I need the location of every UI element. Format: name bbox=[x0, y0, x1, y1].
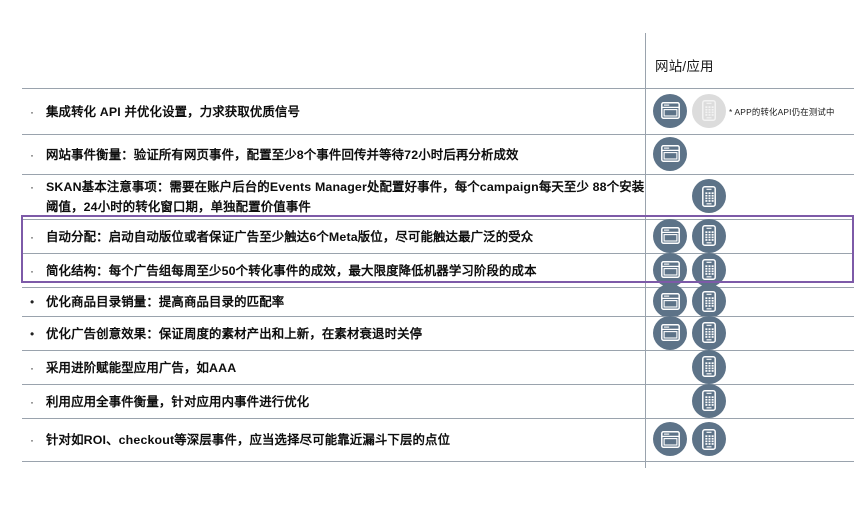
browser-icon[interactable] bbox=[653, 422, 689, 458]
icon-spacer bbox=[653, 179, 689, 215]
phone-icon[interactable] bbox=[692, 422, 728, 458]
row-label: 针对如ROI、checkout等深层事件，应当选择尽可能靠近漏斗下层的点位 bbox=[46, 433, 451, 447]
row-text-cell: · 针对如ROI、checkout等深层事件，应当选择尽可能靠近漏斗下层的点位 bbox=[22, 430, 645, 450]
table-row: • 优化广告创意效果：保证周度的素材产出和上新，在素材衰退时关停 bbox=[22, 315, 854, 352]
row-icon-cell bbox=[645, 315, 854, 352]
table-row: · 采用进阶赋能型应用广告，如AAA bbox=[22, 349, 854, 386]
browser-icon[interactable] bbox=[653, 93, 689, 130]
icon-spacer bbox=[653, 384, 689, 420]
row-icon-cell bbox=[645, 349, 854, 386]
row-icon-cell bbox=[645, 419, 854, 461]
bullet-icon: · bbox=[30, 433, 34, 447]
checklist-table: · 集成转化 API 并优化设置，力求获取优质信号 * APP的转化API仍在测试中… bbox=[22, 88, 854, 462]
row-label: 优化商品目录销量：提高商品目录的匹配率 bbox=[46, 295, 285, 309]
bullet-icon: · bbox=[30, 104, 34, 119]
table-row: · 利用应用全事件衡量，针对应用内事件进行优化 bbox=[22, 383, 854, 420]
row-label: 网站事件衡量：验证所有网页事件，配置至少8个事件回传并等待72小时后再分析成效 bbox=[46, 147, 519, 162]
table-row: · 网站事件衡量：验证所有网页事件，配置至少8个事件回传并等待72小时后再分析成效 bbox=[22, 134, 854, 174]
bullet-icon: · bbox=[30, 360, 34, 375]
bullet-icon: • bbox=[30, 295, 35, 309]
table-row: · 针对如ROI、checkout等深层事件，应当选择尽可能靠近漏斗下层的点位 bbox=[22, 418, 854, 462]
row-text-cell: · 简化结构：每个广告组每周至少50个转化事件的成效，最大限度降低机器学习阶段的成… bbox=[22, 261, 645, 281]
browser-icon[interactable] bbox=[653, 252, 689, 289]
bullet-icon: · bbox=[30, 229, 34, 244]
row-label: SKAN基本注意事项：需要在账户后台的Events Manager处配置好事件，… bbox=[46, 180, 645, 214]
phone-icon[interactable] bbox=[692, 383, 728, 420]
table-row: • 优化商品目录销量：提高商品目录的匹配率 bbox=[22, 284, 854, 318]
row-text-cell: • 优化商品目录销量：提高商品目录的匹配率 bbox=[22, 292, 645, 312]
browser-icon[interactable] bbox=[653, 218, 689, 255]
table-row: · 集成转化 API 并优化设置，力求获取优质信号 * APP的转化API仍在测试中 bbox=[22, 88, 854, 134]
row-icon-cell bbox=[645, 218, 854, 255]
row-text-cell: • 优化广告创意效果：保证周度的素材产出和上新，在素材衰退时关停 bbox=[22, 324, 645, 344]
phone-icon[interactable] bbox=[692, 218, 728, 255]
phone-icon[interactable] bbox=[692, 252, 728, 289]
icon-spacer bbox=[653, 350, 689, 386]
row-label: 采用进阶赋能型应用广告，如AAA bbox=[46, 360, 237, 375]
row-icon-cell bbox=[645, 175, 854, 219]
row-label: 集成转化 API 并优化设置，力求获取优质信号 bbox=[46, 104, 301, 119]
row-text-cell: · 网站事件衡量：验证所有网页事件，配置至少8个事件回传并等待72小时后再分析成效 bbox=[22, 145, 645, 165]
row-label: 利用应用全事件衡量，针对应用内事件进行优化 bbox=[46, 394, 310, 409]
bullet-icon: • bbox=[30, 326, 35, 341]
row-icon-cell bbox=[645, 284, 854, 318]
phone-icon[interactable] bbox=[692, 315, 728, 352]
footnote-app-capi-beta: * APP的转化API仍在测试中 bbox=[729, 106, 835, 117]
browser-icon[interactable] bbox=[653, 315, 689, 352]
row-label: 简化结构：每个广告组每周至少50个转化事件的成效，最大限度降低机器学习阶段的成本 bbox=[46, 263, 537, 278]
bullet-icon: · bbox=[30, 180, 34, 194]
bullet-icon: · bbox=[30, 394, 34, 409]
column-divider bbox=[645, 33, 646, 468]
row-icon-cell bbox=[645, 383, 854, 420]
browser-icon[interactable] bbox=[653, 136, 689, 173]
bullet-icon: · bbox=[30, 263, 34, 278]
row-label: 优化广告创意效果：保证周度的素材产出和上新，在素材衰退时关停 bbox=[46, 326, 423, 341]
table-row: · 简化结构：每个广告组每周至少50个转化事件的成效，最大限度降低机器学习阶段的成… bbox=[22, 252, 854, 289]
row-icon-cell bbox=[645, 252, 854, 289]
phone-icon[interactable] bbox=[692, 284, 728, 320]
row-icon-cell bbox=[645, 135, 854, 174]
row-label: 自动分配：启动自动版位或者保证广告至少触达6个Meta版位，尽可能触达最广泛的受… bbox=[46, 229, 534, 244]
browser-icon[interactable] bbox=[653, 284, 689, 320]
phone-icon[interactable] bbox=[692, 349, 728, 386]
row-icon-cell: * APP的转化API仍在测试中 bbox=[645, 89, 854, 134]
table-row: · 自动分配：启动自动版位或者保证广告至少触达6个Meta版位，尽可能触达最广泛的… bbox=[22, 218, 854, 255]
column-header-website-app: 网站/应用 bbox=[655, 59, 714, 74]
row-text-cell: · 自动分配：启动自动版位或者保证广告至少触达6个Meta版位，尽可能触达最广泛的… bbox=[22, 227, 645, 247]
row-text-cell: · 利用应用全事件衡量，针对应用内事件进行优化 bbox=[22, 392, 645, 412]
row-text-cell: · 集成转化 API 并优化设置，力求获取优质信号 bbox=[22, 102, 645, 122]
row-text-cell: · 采用进阶赋能型应用广告，如AAA bbox=[22, 358, 645, 378]
phone-icon-disabled[interactable] bbox=[692, 93, 728, 130]
bullet-icon: · bbox=[30, 147, 34, 162]
row-text-cell: · SKAN基本注意事项：需要在账户后台的Events Manager处配置好事件… bbox=[22, 177, 645, 217]
table-row: · SKAN基本注意事项：需要在账户后台的Events Manager处配置好事件… bbox=[22, 174, 854, 219]
phone-icon[interactable] bbox=[692, 179, 728, 215]
